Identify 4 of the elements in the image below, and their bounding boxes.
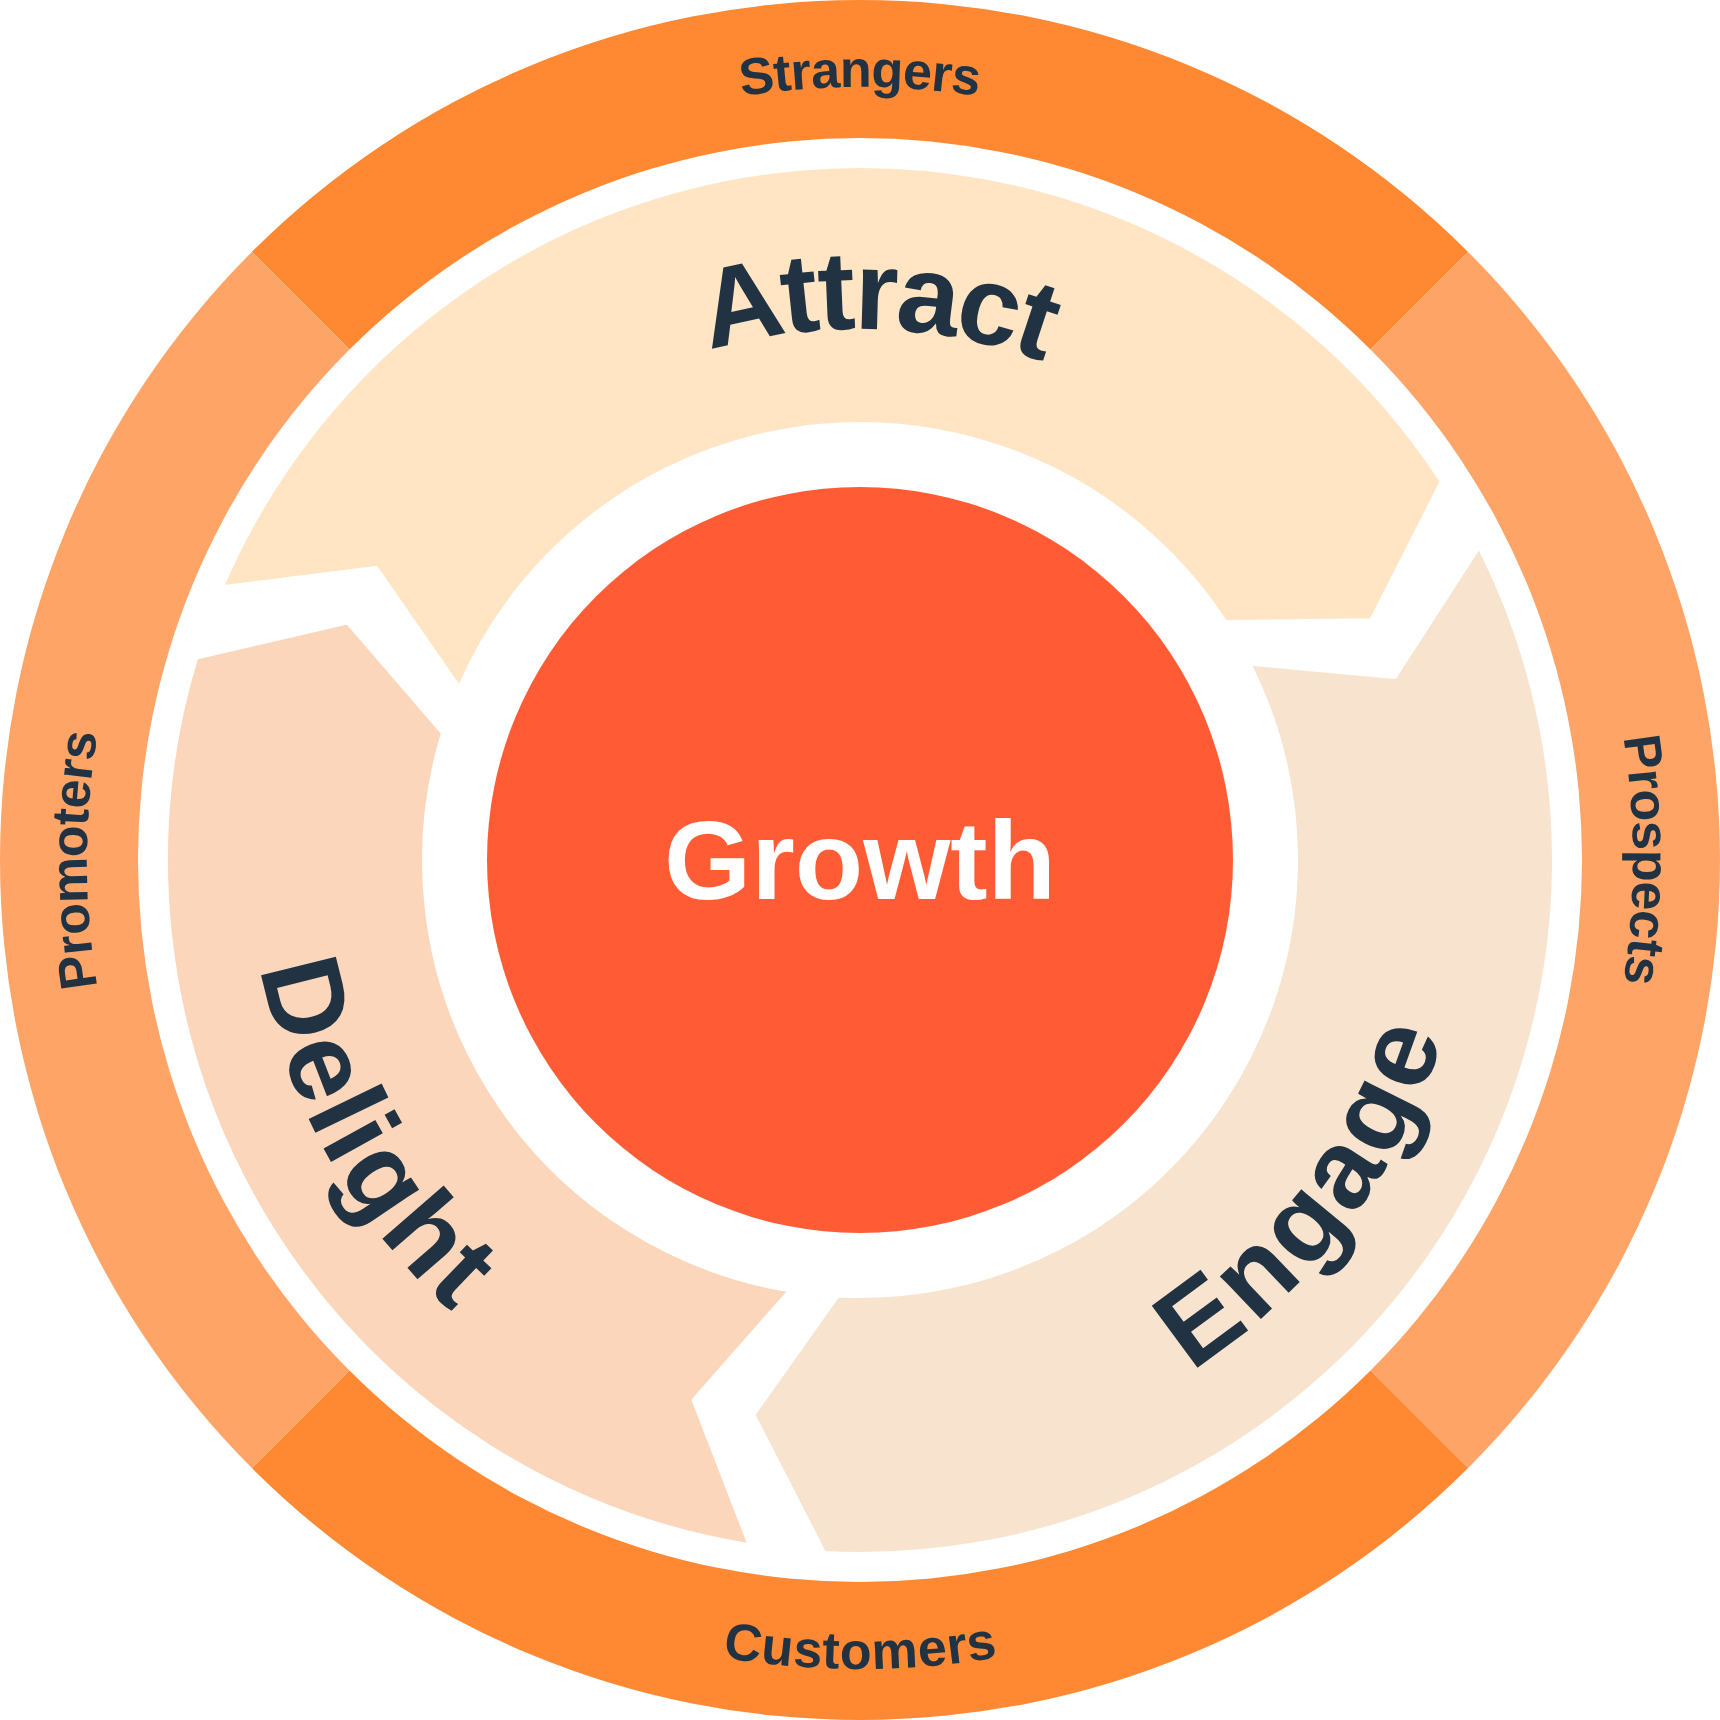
band-label: Customers [720,1610,1000,1681]
stage-label: Attract [688,227,1076,384]
center-label: Growth [664,797,1056,923]
band-label: Strangers [735,39,985,107]
